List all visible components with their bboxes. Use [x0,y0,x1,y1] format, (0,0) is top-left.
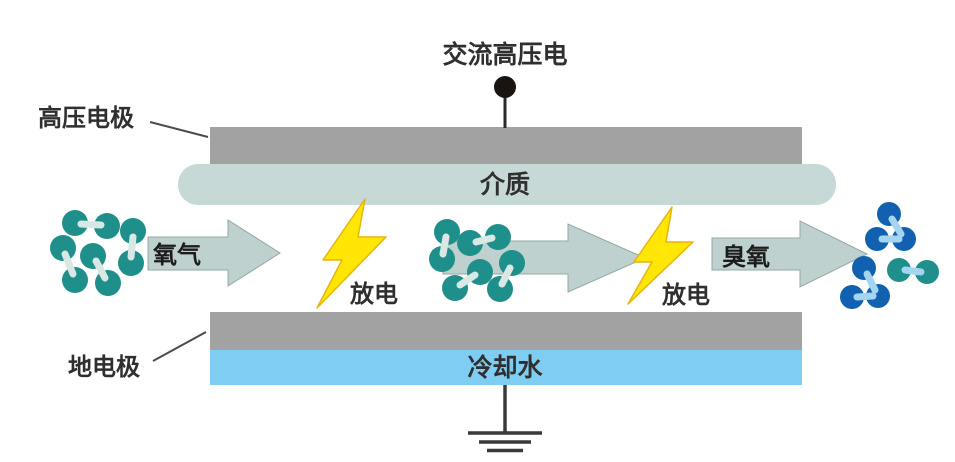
ozone-atom [865,227,889,251]
molecule-bond [61,250,77,278]
oxygen-atom [499,250,525,276]
molecule-bond [888,215,905,238]
oxygen-molecule-cluster-middle [429,219,525,302]
oxygen-atom [118,250,144,276]
oxygen-molecule-cluster-left [50,210,146,296]
oxygen-label: 氧气 [153,241,201,269]
molecule-bond [77,220,105,229]
oxygen-atom [429,246,455,272]
lightning-bolt-icon [627,206,694,305]
cooling-water-label: 冷却水 [467,353,543,382]
oxygen-atom [485,224,511,250]
oxygen-atom [457,230,483,256]
ozone-molecule-cluster-right [840,202,939,309]
ozone-atom [840,285,864,309]
molecule-bond [127,233,137,261]
molecule-bond [92,257,109,282]
oxygen-atom [62,267,88,293]
ground-symbol-icon [468,385,542,453]
oxygen-atom [94,213,120,239]
oxygen-flow-arrow [147,219,281,287]
molecule-bond [853,292,877,301]
oxygen-atom [62,210,88,236]
ground-electrode-bar [210,312,802,350]
oxygen-atom [887,258,911,282]
ozone-atom [852,256,876,280]
ground-electrode-label: 地电极 [68,354,140,381]
molecule-bond [498,264,514,288]
ozone-label: 臭氧 [722,243,770,271]
oxygen-atom [915,260,939,284]
ozone-flow-arrow [711,220,869,288]
lightning-bolt-icon [316,198,387,309]
ac-power-label: 交流高压电 [442,40,567,69]
oxygen-atom [434,219,460,245]
molecule-bond [863,270,879,294]
dielectric-label: 介质 [479,171,530,199]
molecule-bond [472,234,496,246]
molecule-bond [456,271,479,289]
ac-power-terminal-dot [494,76,516,98]
dielectric-bar [178,164,836,205]
oxygen-atom [50,235,76,261]
ground-electrode-pointer-line [152,331,207,362]
hv-electrode-bar [210,127,802,164]
hv-electrode-label: 高压电极 [38,104,134,132]
oxygen-atom [120,218,146,244]
discharge-label-right: 放电 [661,281,710,309]
cooling-water-bar [210,350,802,385]
hv-electrode-pointer-line [149,121,209,138]
discharge-label-left: 放电 [349,280,398,308]
molecule-bond [901,266,925,276]
oxygen-atom [487,276,513,302]
molecule-bond [439,233,450,258]
